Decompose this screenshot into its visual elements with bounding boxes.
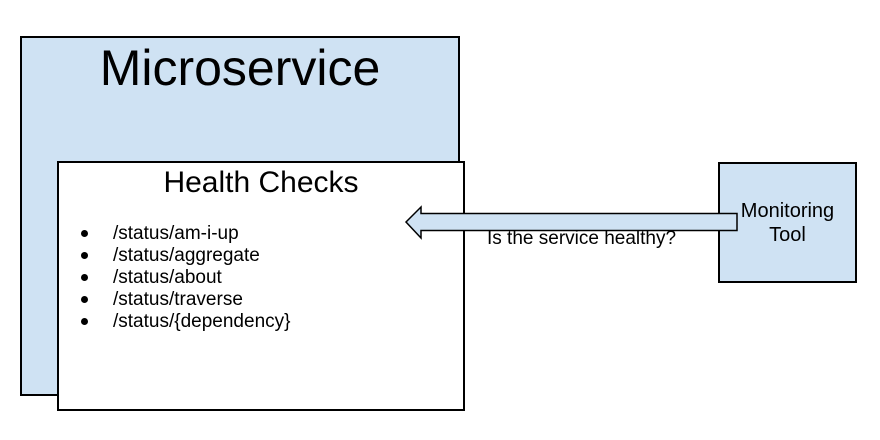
- endpoint-item: /status/{dependency}: [59, 311, 463, 333]
- health-checks-title: Health Checks: [163, 166, 359, 199]
- microservice-box: Microservice Health Checks /status/am-i-…: [20, 36, 465, 411]
- endpoint-item: /status/traverse: [59, 289, 463, 311]
- monitoring-tool-box: Monitoring Tool: [718, 162, 857, 283]
- left-block-arrow-icon: [404, 205, 738, 240]
- microservice-title: Microservice: [99, 40, 381, 96]
- health-checks-box: Health Checks /status/am-i-up /status/ag…: [57, 161, 465, 411]
- endpoint-list: /status/am-i-up /status/aggregate /statu…: [59, 223, 463, 333]
- endpoint-item: /status/aggregate: [59, 245, 463, 267]
- monitoring-tool-label: Monitoring Tool: [740, 199, 835, 246]
- left-block-arrow-shape: [404, 205, 738, 240]
- endpoint-item: /status/about: [59, 267, 463, 289]
- endpoint-item: /status/am-i-up: [59, 223, 463, 245]
- arrow-label: Is the service healthy?: [487, 228, 677, 249]
